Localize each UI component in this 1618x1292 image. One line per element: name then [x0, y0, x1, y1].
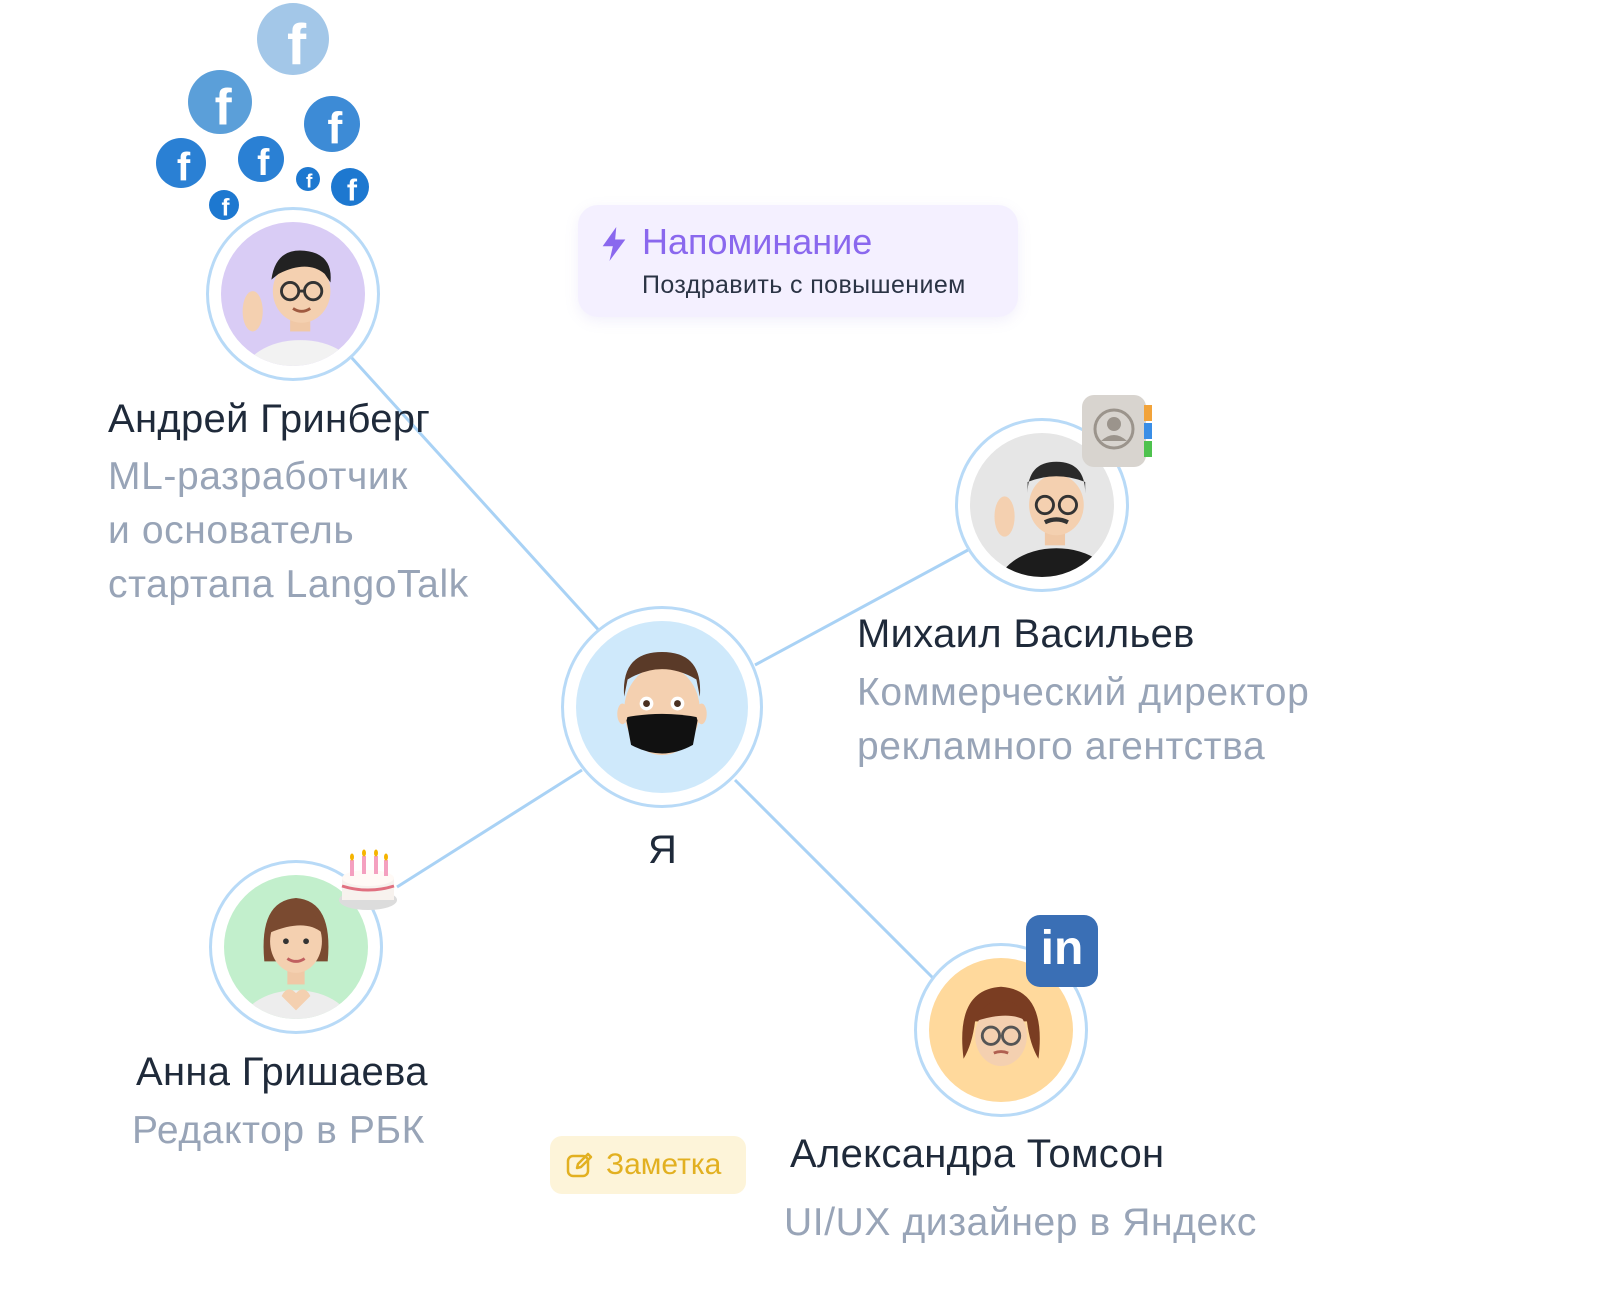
link-me-alexandra — [733, 778, 937, 982]
facebook-icon: f — [238, 136, 284, 182]
contact-avatar-andrey[interactable] — [206, 207, 380, 381]
memoji-man-glasses-icon — [221, 222, 365, 366]
contact-name-alexandra: Александра Томсон — [790, 1132, 1165, 1176]
birthday-cake-icon — [336, 848, 400, 914]
link-me-mikhail — [754, 548, 969, 667]
svg-text:f: f — [347, 173, 358, 206]
link-me-andrey — [349, 355, 606, 638]
svg-text:f: f — [177, 146, 191, 189]
contact-description-alexandra: UI/UX дизайнер в Яндекс — [784, 1201, 1258, 1244]
facebook-icon: f — [188, 70, 252, 134]
svg-text:f: f — [327, 104, 342, 152]
svg-text:f: f — [257, 142, 270, 182]
contact-avatar-mikhail[interactable] — [955, 418, 1129, 592]
svg-text:f: f — [306, 171, 313, 191]
contact-description-mikhail: Коммерческий директор рекламного агентст… — [857, 671, 1310, 768]
memoji-man-mask-icon — [576, 621, 748, 793]
contact-avatar-alexandra[interactable] — [914, 943, 1088, 1117]
svg-text:f: f — [215, 78, 233, 134]
svg-text:f: f — [287, 13, 307, 75]
facebook-icon: f — [156, 138, 206, 188]
memoji-woman-glasses-icon — [929, 958, 1073, 1102]
reminder-text: Поздравить с повышением — [642, 271, 966, 299]
linkedin-icon: in — [1026, 915, 1098, 987]
reminder-title: Напоминание — [642, 221, 873, 262]
contact-name-mikhail: Михаил Васильев — [857, 612, 1195, 656]
contact-name-andrey: Андрей Гринберг — [108, 397, 431, 441]
facebook-icon: f — [296, 167, 320, 191]
facebook-icon: f — [331, 168, 369, 206]
my-avatar[interactable] — [561, 606, 763, 808]
link-me-anna — [396, 768, 583, 889]
edit-note-icon — [566, 1152, 593, 1178]
contact-description-anna: Редактор в РБК — [132, 1109, 425, 1152]
facebook-icon: f — [209, 190, 239, 220]
reminder-card[interactable]: Напоминание Поздравить с повышением — [578, 205, 1018, 317]
svg-text:f: f — [222, 195, 231, 221]
note-chip[interactable]: Заметка — [550, 1136, 746, 1194]
my-label: Я — [648, 828, 678, 872]
lightning-icon — [602, 227, 626, 261]
linkedin-label: in — [1040, 922, 1084, 975]
contacts-app-icon — [1082, 395, 1154, 467]
contact-name-anna: Анна Гришаева — [136, 1050, 428, 1094]
facebook-icon: f — [304, 96, 360, 152]
facebook-icon: f — [257, 3, 329, 75]
contact-description-andrey: ML-разработчик и основатель стартапа Lan… — [108, 455, 469, 606]
note-label: Заметка — [606, 1148, 722, 1181]
